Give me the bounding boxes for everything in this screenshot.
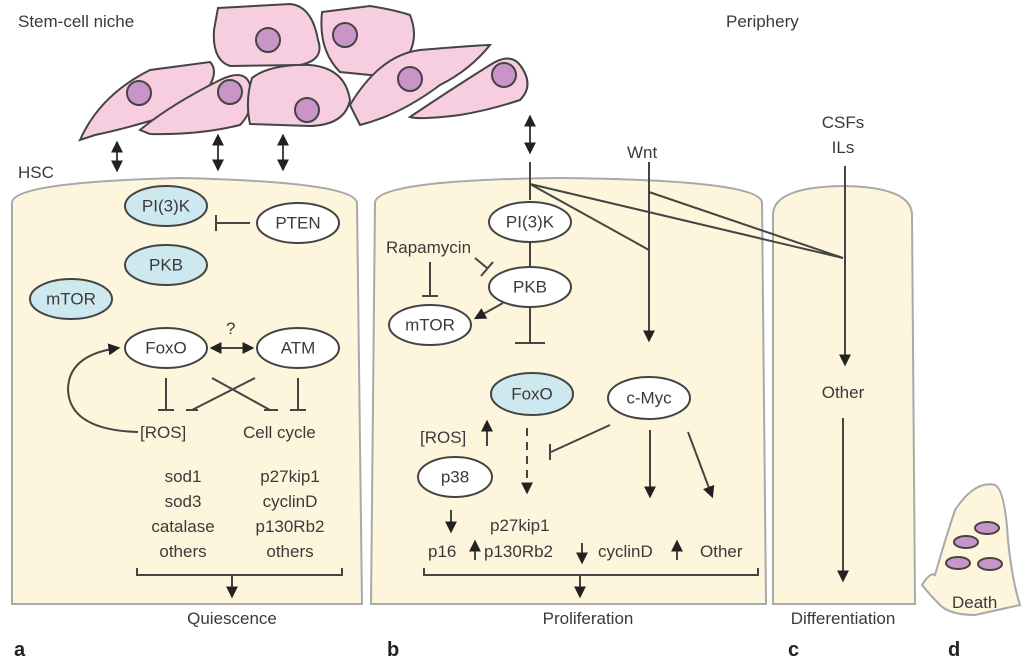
p38-node (417, 456, 493, 498)
apoptotic-body (953, 535, 979, 549)
gene-label: sod3 (165, 492, 202, 511)
rapamycin-inhibits-pkb (474, 257, 488, 269)
pi3k-label: PI(3)K (506, 213, 555, 232)
receptor-to-wnt-branch (529, 183, 650, 251)
gene-label: catalase (151, 517, 214, 536)
question-mark: ? (226, 319, 235, 338)
pten-label: PTEN (275, 214, 320, 233)
pi3k-node (124, 185, 208, 227)
p130-label: p130Rb2 (484, 542, 553, 561)
pi3k-label: PI(3)K (142, 197, 191, 216)
pkb-label: PKB (149, 256, 183, 275)
ros-feedback-arrow (66, 343, 139, 433)
hsc-label: HSC (18, 163, 54, 182)
cmyc-label: c-Myc (626, 389, 672, 408)
csfs-label: CSFs (822, 113, 865, 132)
pkb-activates-mtor (473, 302, 504, 320)
niche-label: Stem-cell niche (18, 12, 134, 31)
atm-node (256, 327, 340, 369)
apoptotic-body (945, 556, 971, 570)
panel-a-letter: a (14, 639, 26, 661)
other-label: Other (700, 542, 743, 561)
cmyc-to-other (687, 431, 715, 499)
apoptotic-body (974, 521, 1000, 535)
atm-label: ATM (281, 339, 316, 358)
gene-label: cyclinD (263, 492, 318, 511)
ros-label: [ROS] (420, 428, 466, 447)
panel-d-letter: d (948, 639, 960, 661)
death-label: Death (952, 593, 997, 612)
pten-node (256, 202, 340, 244)
cyclind-label: cyclinD (598, 542, 653, 561)
gene-label: sod1 (165, 467, 202, 486)
cmyc-inhibits-p27 (550, 424, 611, 453)
cell-cycle-label: Cell cycle (243, 423, 316, 442)
niche-cells (78, 2, 529, 142)
receptor-to-csf-branch (529, 183, 844, 259)
nucleus (491, 62, 517, 88)
pkb-node (488, 266, 572, 308)
mtor-node (388, 304, 472, 346)
inhibition-bar (480, 261, 494, 277)
foxo-label: FoxO (511, 385, 553, 404)
nucleus (294, 97, 320, 123)
gene-label: p27kip1 (260, 467, 320, 486)
cmyc-node (607, 376, 691, 420)
foxo-node (124, 327, 208, 369)
proliferation-label: Proliferation (543, 609, 634, 628)
differentiation-label: Differentiation (791, 609, 896, 628)
wnt-to-csf-branch (648, 191, 844, 259)
p16-label: p16 (428, 542, 456, 561)
foxo-inhibits-cellcycle (211, 377, 271, 411)
mtor-label: mTOR (46, 290, 96, 309)
nucleus (217, 79, 243, 105)
panel-c-differentiating-hsc (772, 184, 917, 605)
quiescence-label: Quiescence (187, 609, 277, 628)
p38-label: p38 (441, 468, 469, 487)
quiescence-right-genes: p27kip1 cyclinD p130Rb2 others (255, 467, 324, 561)
mtor-node (29, 278, 113, 320)
pkb-label: PKB (513, 278, 547, 297)
quiescence-left-genes: sod1 sod3 catalase others (151, 467, 214, 561)
gene-label: others (266, 542, 313, 561)
apoptotic-body (977, 557, 1003, 571)
panel-b-letter: b (387, 639, 399, 661)
nucleus (126, 80, 152, 106)
gene-label: p130Rb2 (255, 517, 324, 536)
mtor-label: mTOR (405, 316, 455, 335)
gene-label: others (159, 542, 206, 561)
foxo-label: FoxO (145, 339, 187, 358)
niche-cell (246, 63, 352, 128)
nucleus (332, 22, 358, 48)
other-label: Other (822, 383, 865, 402)
ils-label: ILs (832, 138, 855, 157)
pkb-node (124, 244, 208, 286)
nucleus (397, 66, 423, 92)
atm-inhibits-ros (191, 377, 256, 411)
rapamycin-label: Rapamycin (386, 238, 471, 257)
periphery-label: Periphery (726, 12, 799, 31)
nucleus (255, 27, 281, 53)
quiescence-bracket (136, 568, 343, 576)
ros-label: [ROS] (140, 423, 186, 442)
panel-c-letter: c (788, 639, 799, 661)
wnt-label: Wnt (627, 143, 658, 162)
p27-label: p27kip1 (490, 516, 550, 535)
panel-d-dying-cell (920, 483, 1022, 617)
proliferation-bracket (423, 568, 759, 576)
foxo-node (490, 372, 574, 416)
